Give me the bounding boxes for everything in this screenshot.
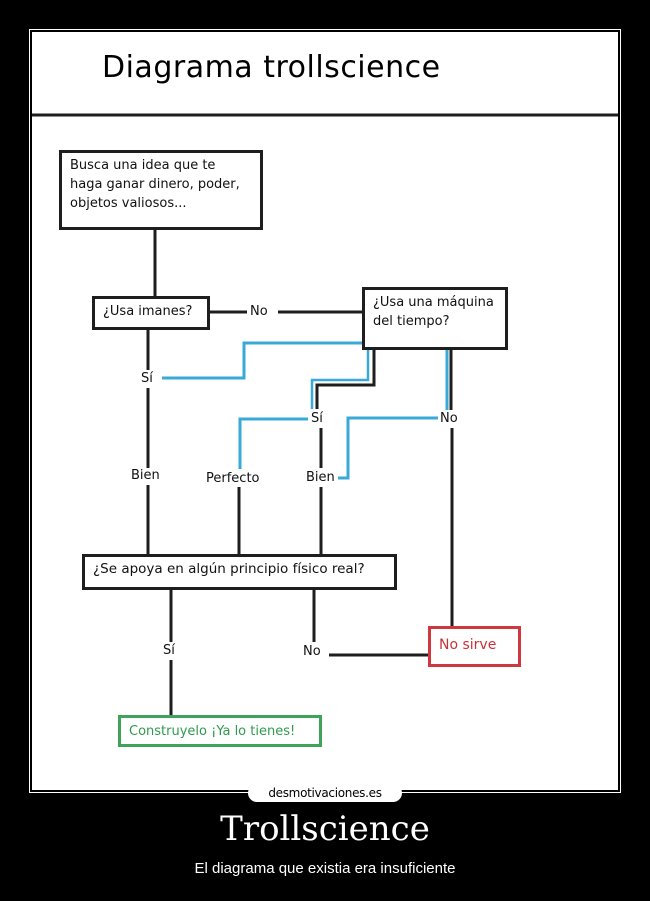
edge-time-machine-si-black — [315, 349, 376, 409]
connector-lines — [32, 113, 618, 716]
edge-label-magnets-no: No — [248, 304, 270, 320]
watermark-badge: desmotivaciones.es — [248, 784, 402, 802]
poster-subtitle: El diagrama que existia era insuficiente — [194, 860, 456, 877]
build-node: Construyelo ¡Ya lo tienes! — [118, 715, 322, 747]
edge-no-bien-blue — [338, 416, 439, 480]
edge-time-machine-blue-left — [162, 341, 362, 380]
edge-label-time-no: No — [438, 411, 460, 427]
diagram-title: Diagrama trollscience — [102, 50, 441, 85]
edge-label-physics-si: Sí — [161, 643, 177, 659]
edge-label-time-bien: Bien — [304, 470, 337, 486]
physics-question-node: ¿Se apoya en algún principio físico real… — [82, 554, 397, 590]
edge-si-perfecto — [238, 417, 308, 469]
poster-title: Trollscience — [220, 809, 430, 849]
edge-label-time-si: Sí — [309, 411, 325, 427]
edge-time-machine-si-blue — [310, 349, 370, 409]
magnets-question-node: ¿Usa imanes? — [92, 296, 210, 330]
no-sirve-node: No sirve — [428, 626, 521, 667]
edge-label-magnets-bien: Bien — [129, 468, 162, 484]
edge-label-magnets-si: Sí — [139, 371, 155, 387]
edge-label-physics-no: No — [301, 644, 323, 660]
diagram-panel: Diagrama trollscience Busca una idea que… — [32, 32, 618, 790]
edge-label-perfecto: Perfecto — [204, 471, 262, 487]
time-machine-question-node: ¿Usa una máquina del tiempo? — [362, 287, 508, 350]
start-node: Busca una idea que te haga ganar dinero,… — [59, 150, 263, 230]
